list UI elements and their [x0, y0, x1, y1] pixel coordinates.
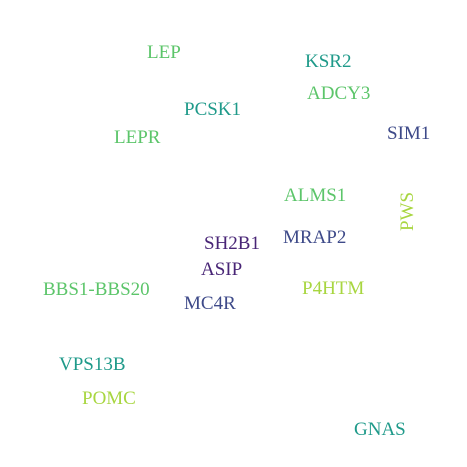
- word-mc4r: MC4R: [184, 293, 236, 314]
- word-lep: LEP: [147, 42, 181, 63]
- word-pcsk1: PCSK1: [184, 99, 242, 120]
- word-pws: PWS: [397, 191, 419, 232]
- word-asip: ASIP: [201, 259, 243, 280]
- word-bbs1-bbs20: BBS1-BBS20: [43, 279, 150, 300]
- word-mrap2: MRAP2: [283, 227, 347, 248]
- word-vps13b: VPS13B: [59, 354, 126, 375]
- word-sh2b1: SH2B1: [204, 233, 260, 254]
- word-gnas: GNAS: [354, 419, 406, 440]
- word-adcy3: ADCY3: [307, 83, 371, 104]
- word-p4htm: P4HTM: [302, 278, 365, 299]
- word-alms1: ALMS1: [284, 185, 347, 206]
- word-ksr2: KSR2: [305, 51, 352, 72]
- word-sim1: SIM1: [387, 123, 431, 144]
- word-lepr: LEPR: [114, 127, 161, 148]
- word-pomc: POMC: [82, 388, 136, 409]
